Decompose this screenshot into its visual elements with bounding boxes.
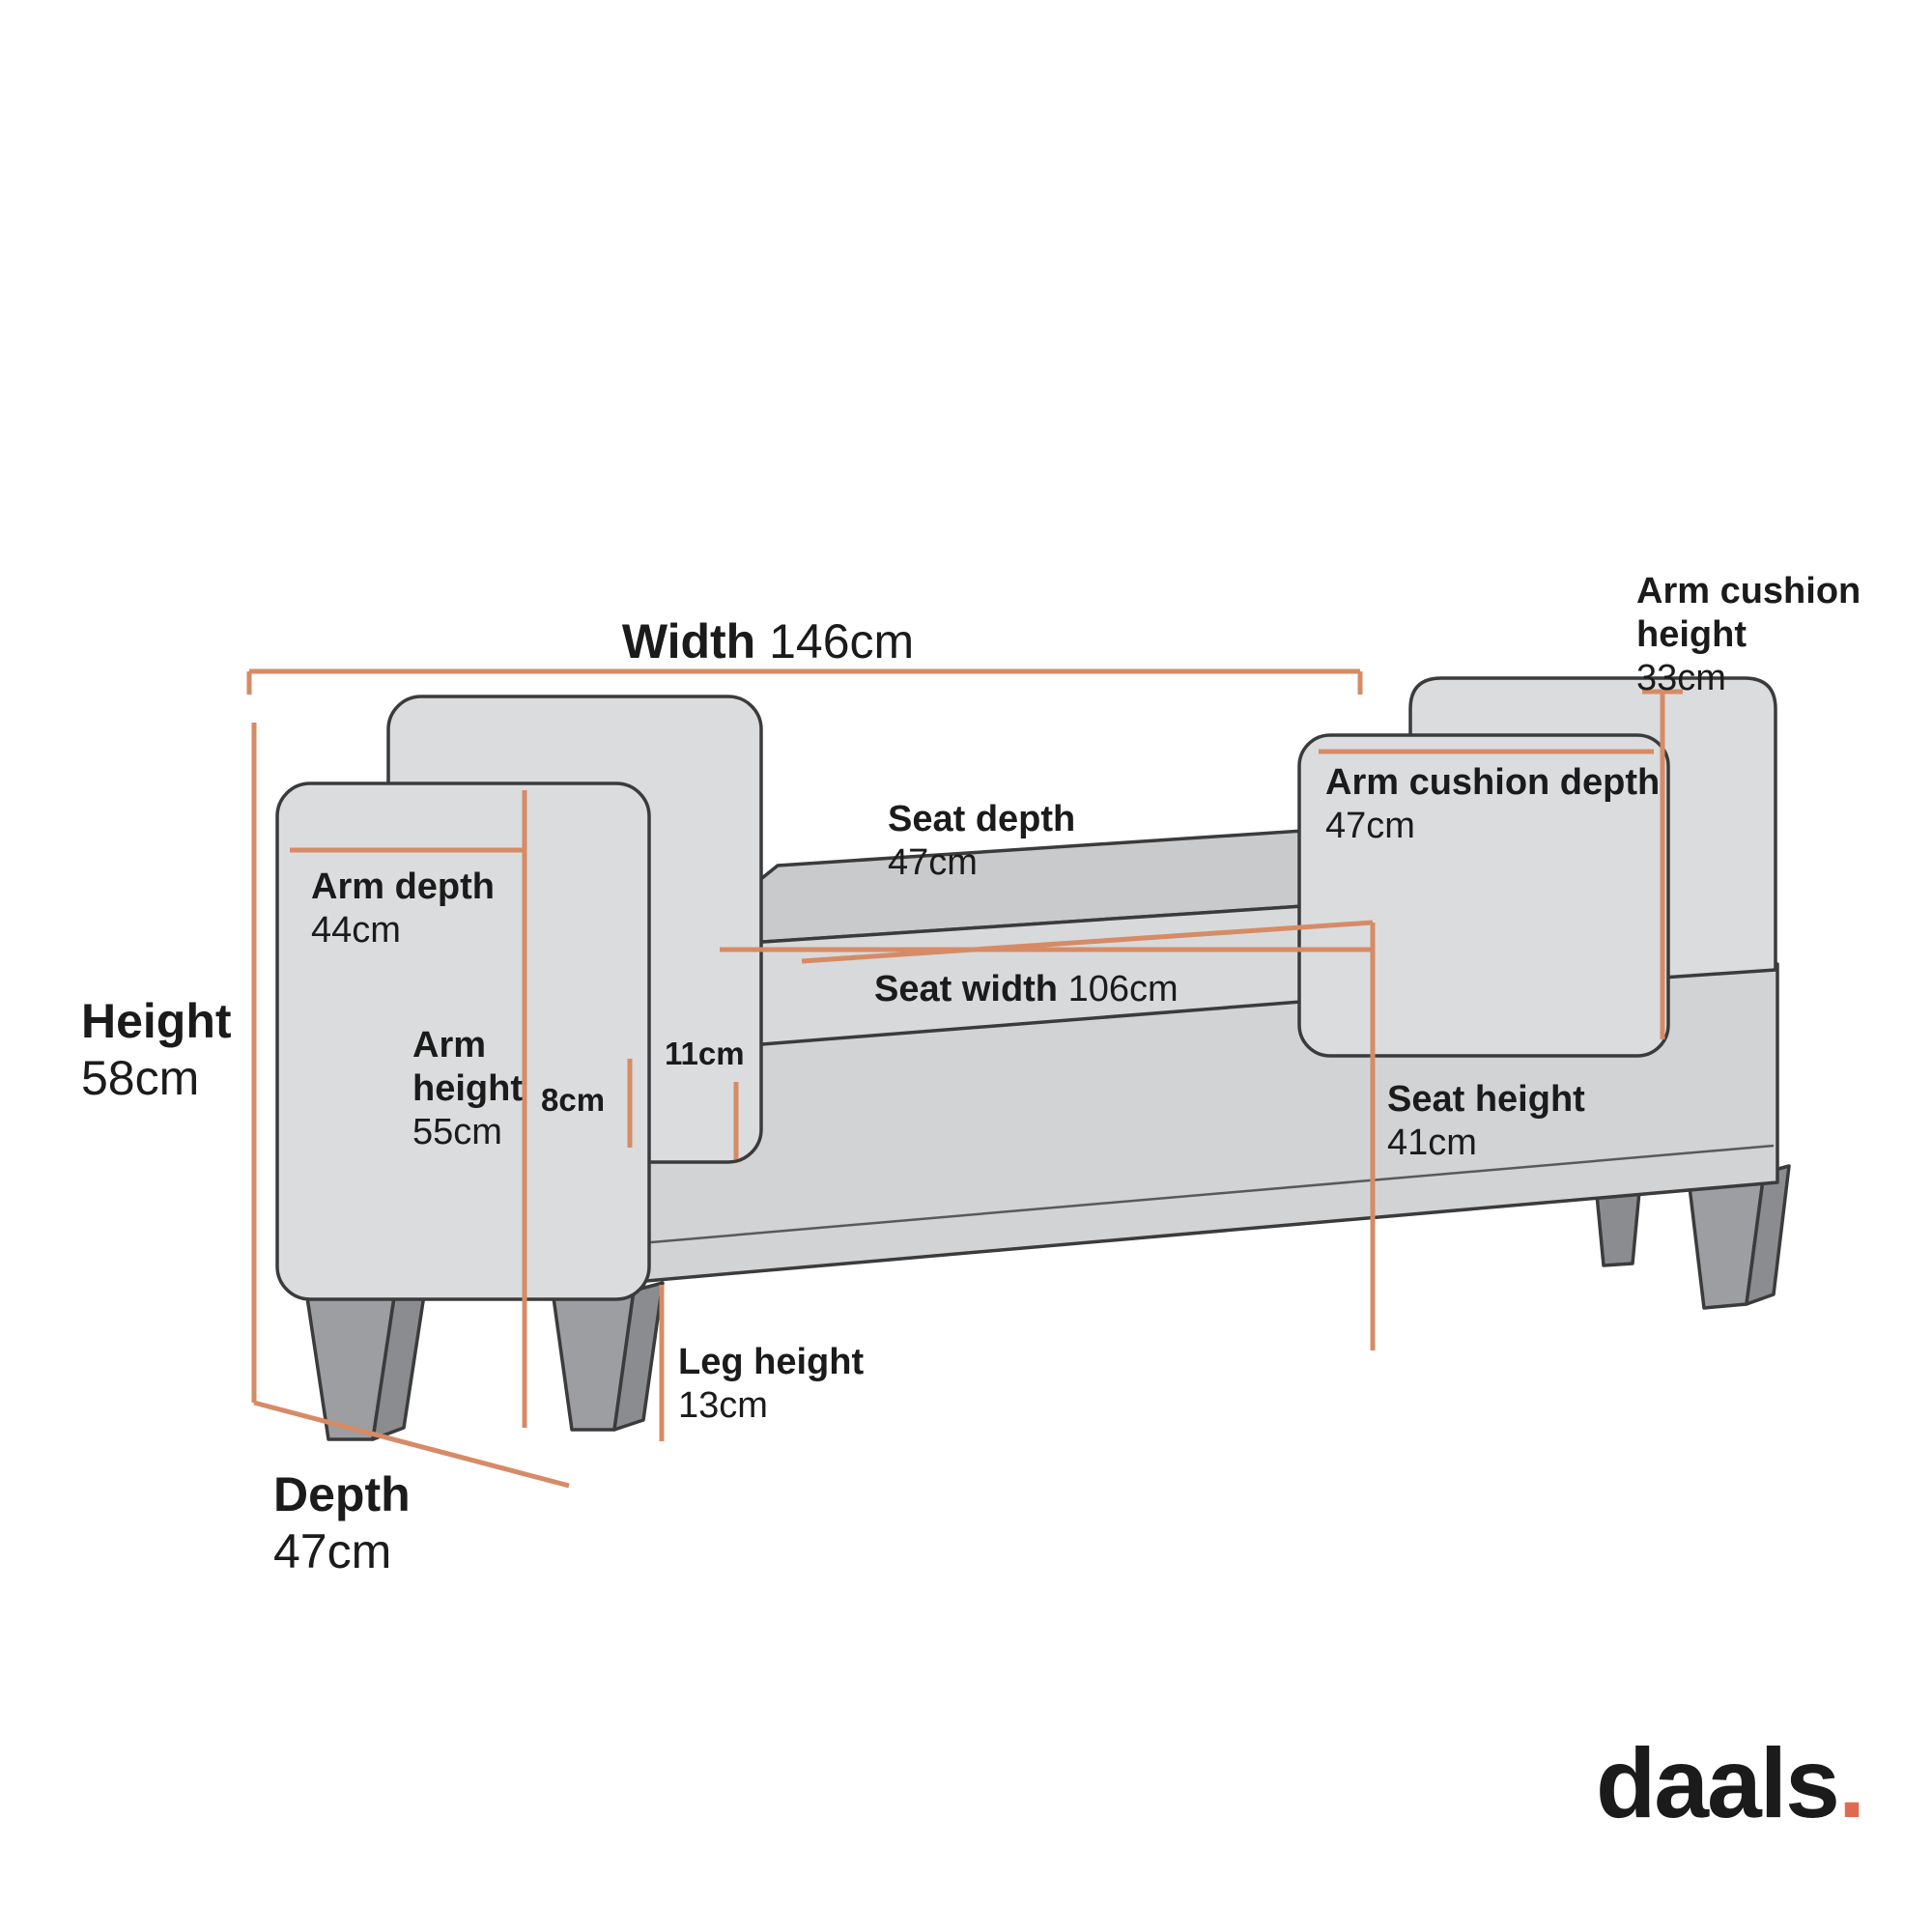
seat-height-label: Seat height 41cm <box>1387 1079 1585 1163</box>
arm-height-label: Arm height 55cm <box>412 1025 523 1152</box>
arm-cushion-height-label: Arm cushion height 33cm <box>1636 571 1861 698</box>
arm-cushion-depth-label: Arm cushion depth 47cm <box>1325 762 1661 846</box>
depth-line <box>253 1400 570 1489</box>
brand-logo: daals. <box>1596 1727 1865 1840</box>
seat-width-label: Seat width 106cm <box>874 969 1179 1009</box>
cushion-11cm-label: 11cm <box>665 1036 745 1071</box>
base-rail-seam <box>582 1144 1775 1250</box>
seat-depth-label: Seat depth 47cm <box>888 799 1076 883</box>
width-label: Width 146cm <box>621 614 915 668</box>
brand-logo-dot: . <box>1837 1728 1865 1838</box>
brand-logo-text: daals <box>1596 1728 1840 1838</box>
leg-height-label: Leg height 13cm <box>678 1342 865 1426</box>
bench-illustration <box>275 676 1791 1441</box>
dimension-lines <box>246 668 1683 1489</box>
seat-depth-line <box>801 920 1374 964</box>
depth-label: Depth 47cm <box>273 1467 411 1578</box>
left-arm-panel <box>275 781 651 1301</box>
height-label: Height 58cm <box>81 994 232 1105</box>
right-arm-cushion <box>1297 733 1670 1058</box>
gap-8cm-label: 8cm <box>541 1082 606 1118</box>
arm-depth-label: Arm depth 44cm <box>311 867 495 951</box>
